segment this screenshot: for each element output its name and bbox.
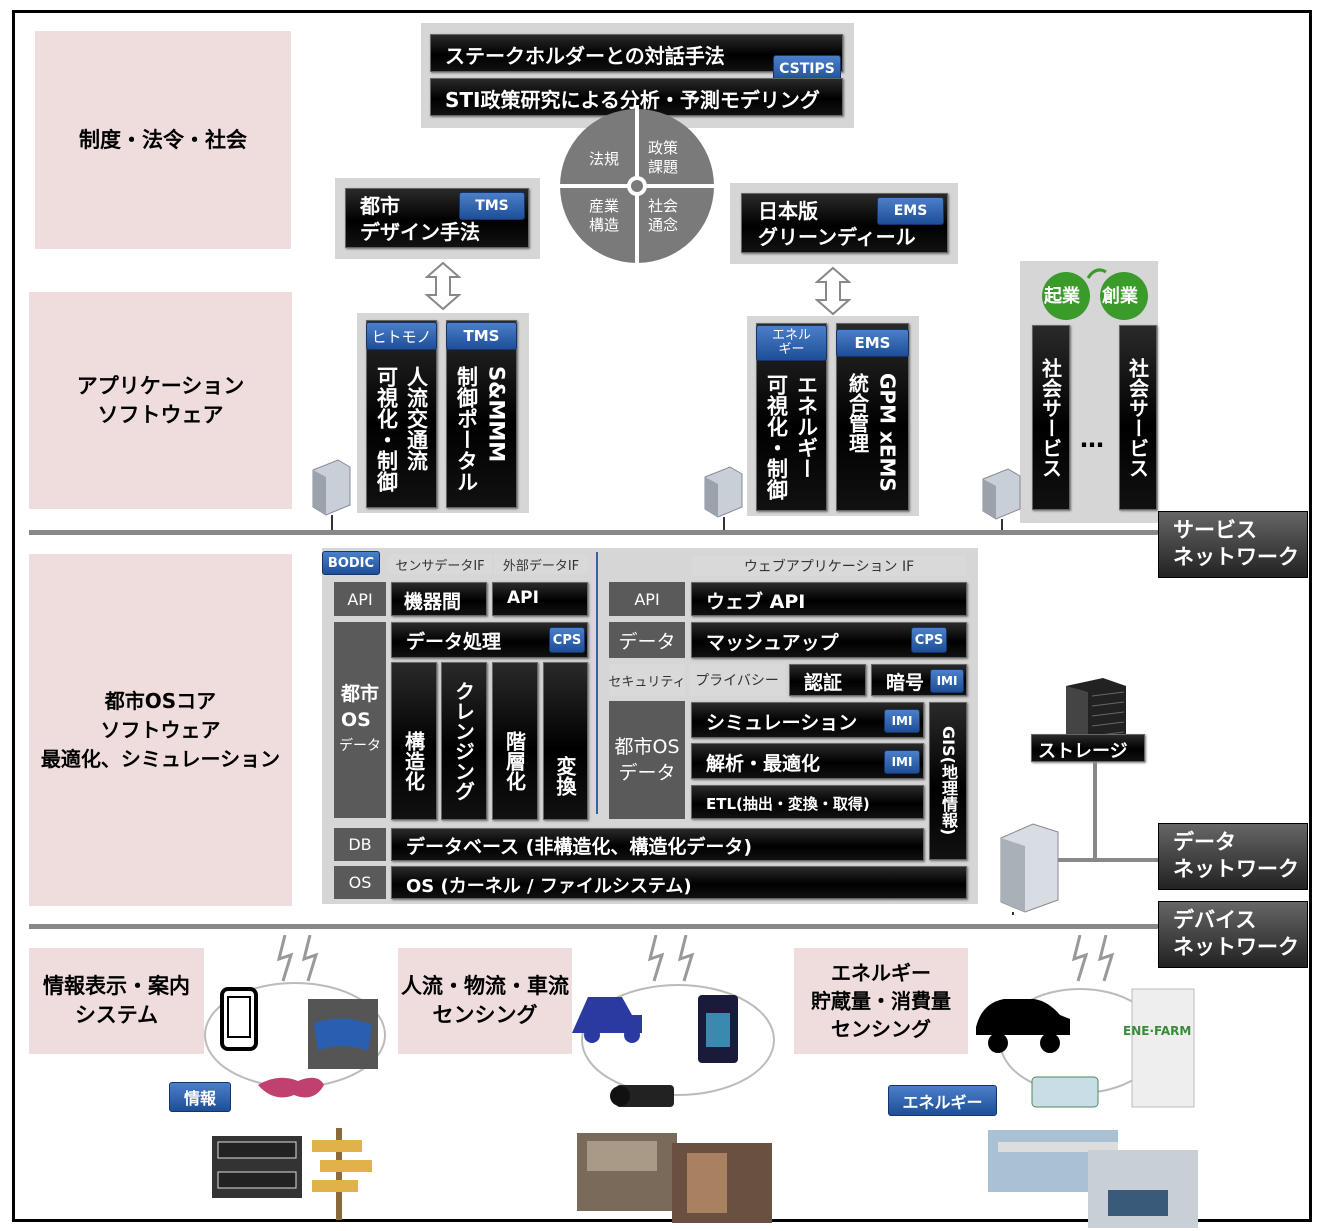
layering-box: 階層化 (492, 662, 538, 820)
cps-tag: CPS (549, 627, 585, 653)
double-arrow-icon (815, 266, 851, 316)
smmm-portal: S&MMM 制御ポータル (446, 320, 517, 508)
os-divider (596, 552, 598, 814)
info-tag: 情報 (169, 1082, 231, 1112)
web-api-box: ウェブ API (691, 582, 967, 616)
label-info-display: 情報表示・案内 システム (29, 948, 204, 1054)
tms-tag-app: TMS (446, 322, 517, 350)
signage-photo (212, 1128, 372, 1220)
hitomono-tag: ヒトモノ (366, 322, 437, 350)
cleansing-box: クレンジング (441, 662, 487, 820)
web-app-if: ウェブアプリケーション IF (692, 556, 966, 576)
api-label: API (334, 582, 386, 616)
data-label: データ (609, 622, 685, 658)
stakeholder-dialogue-box: ステークホルダーとの対話手法 (430, 34, 843, 72)
device-network-label: デバイス ネットワーク (1158, 901, 1308, 968)
data-network-label: データ ネットワーク (1158, 823, 1308, 890)
ellipsis: … (1080, 425, 1104, 453)
label-flow-sensing: 人流・物流・車流 センシング (398, 948, 572, 1054)
quadrant-policy: 政策 課題 (648, 139, 679, 176)
label-os-core-software: 都市OSコア ソフトウェア 最適化、シミュレーション (29, 554, 292, 906)
label-application-software: アプリケーション ソフトウェア (29, 292, 292, 509)
etl-box: ETL(抽出・変換・取得) (691, 785, 924, 819)
quadrant-law: 法規 (589, 150, 620, 168)
service-network-line (29, 530, 1159, 535)
auth-box: 認証 (789, 664, 866, 696)
energy-tag: エネル ギー (756, 325, 827, 361)
service-network-label: サービス ネットワーク (1158, 511, 1308, 578)
diagram-frame (12, 10, 1312, 1222)
city-os-label: 都市 OS (340, 683, 379, 731)
people-flow-control: 人流交通流 可視化・制御 (366, 320, 437, 508)
privacy-label: プライバシー (689, 664, 785, 696)
startup-logo-icon (1042, 268, 1148, 320)
imi-tag-3: IMI (884, 750, 920, 774)
api-box: API (492, 582, 588, 616)
ems-tag-app: EMS (836, 329, 909, 357)
router-icon (312, 459, 351, 530)
label-energy-sensing: エネルギー 貯蔵量・消費量 センシング (794, 948, 968, 1054)
sti-modeling-box: STI政策研究による分析・予測モデリング (430, 78, 843, 116)
structuring-box: 構造化 (391, 662, 437, 820)
kigyo-label: 起業 (1044, 286, 1080, 307)
router-icon (704, 466, 743, 530)
gas-station-photo (988, 1130, 1198, 1228)
info-device-cluster (204, 935, 386, 1098)
street-photo (577, 1133, 772, 1223)
ems-tag-top: EMS (877, 197, 944, 225)
energy-device-cluster (976, 935, 1195, 1108)
sensor-data-if: センサデータIF (388, 554, 492, 574)
enefarm-label: ENE·FARM (1123, 1024, 1192, 1038)
convert-box: 変換 (543, 662, 588, 820)
double-arrow-icon (425, 261, 461, 311)
quadrant-industry: 産業 構造 (589, 197, 620, 234)
social-service-2: 社会サービス (1119, 325, 1157, 510)
server-tower-icon (1000, 823, 1059, 915)
city-os-data-label: 都市 OS データ (334, 622, 386, 818)
data-small-label: データ (339, 738, 381, 754)
energy-tag-bottom: エネルギー (888, 1085, 997, 1116)
api-label-web: API (609, 582, 685, 616)
device-network-line (29, 924, 1159, 929)
sogyo-label: 創業 (1102, 286, 1138, 307)
os-label: OS (334, 866, 386, 899)
os-kernel-box: OS (カーネル / ファイルシステム) (391, 866, 967, 899)
city-os-data-label-2: 都市OS データ (609, 701, 685, 819)
imi-tag: IMI (930, 669, 964, 693)
security-label: セキュリティ (609, 664, 685, 696)
quadrant-society: 社会 通念 (648, 197, 679, 234)
device-api-box: 機器間 (391, 582, 487, 616)
router-icon (982, 468, 1021, 532)
label-institution: 制度・法令・社会 (35, 31, 291, 249)
database-box: データベース (非構造化、構造化データ) (391, 828, 924, 861)
external-data-if: 外部データIF (494, 554, 588, 574)
flow-sensor-cluster (572, 935, 775, 1107)
cps-tag-2: CPS (911, 627, 947, 653)
policy-quadrant-circle (557, 105, 717, 267)
imi-tag-2: IMI (884, 709, 920, 733)
db-label: DB (334, 828, 386, 861)
social-service-1: 社会サービス (1032, 325, 1070, 510)
storage-label: ストレージ (1031, 734, 1145, 762)
gis-box: GIS(地理情報) (929, 702, 967, 860)
bodic-tag: BODIC (322, 551, 380, 575)
tms-tag-top: TMS (459, 192, 525, 220)
